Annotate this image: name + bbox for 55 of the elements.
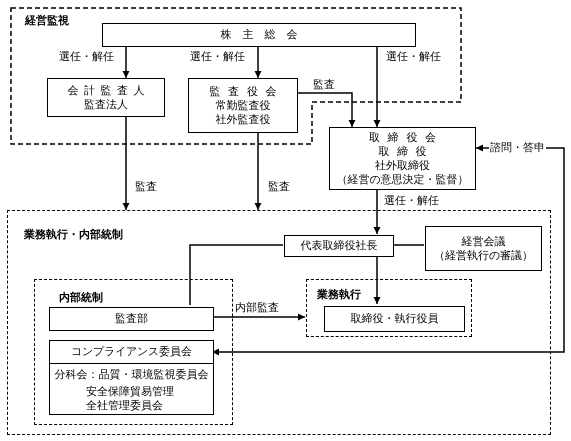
dashed-group-box — [306, 279, 472, 337]
box-label: 取締役 — [378, 144, 434, 158]
arrow — [212, 144, 565, 356]
group-title: 内部統制 — [59, 290, 103, 305]
group-title: 業務執行・内部統制 — [24, 228, 123, 242]
group-title: 経営監視 — [25, 14, 69, 28]
arrow — [122, 47, 130, 78]
box-label: 監査法人 — [84, 98, 128, 112]
box-label: 経営会議 — [462, 234, 506, 248]
box-header: コンプライアンス委員会 — [50, 341, 213, 364]
box-label: 分科会：品質・環境監視委員会 — [54, 368, 208, 382]
arrow — [212, 314, 305, 320]
box-label: 株主総会 — [220, 28, 308, 42]
edge-label: 選任・解任 — [58, 51, 115, 64]
edge-label: 諮問・答申 — [489, 142, 546, 155]
arrow — [374, 47, 380, 127]
process-box — [102, 23, 416, 47]
box-label: （経営の意思決定・監督） — [336, 172, 468, 186]
process-box — [425, 226, 542, 271]
connector-line — [189, 244, 283, 305]
edge-label: 監査 — [267, 181, 291, 194]
process-box — [47, 78, 165, 117]
box-label: 代表取締役社長 — [300, 239, 378, 253]
box-label: 取締役・執行役員 — [350, 312, 438, 326]
process-box — [188, 78, 298, 133]
process-box — [49, 307, 214, 331]
connector-line — [393, 244, 424, 246]
box-label: （経営執行の審議） — [434, 248, 533, 262]
arrow — [254, 133, 262, 210]
box-label: 社外取締役 — [375, 158, 430, 172]
process-box — [329, 127, 476, 190]
arrow — [254, 47, 262, 78]
arrow — [298, 92, 356, 127]
dashed-group-box — [34, 279, 233, 425]
edge-label: 選任・解任 — [385, 51, 442, 64]
box-label: 社外監査役 — [216, 112, 270, 126]
edge-label: 監査 — [312, 79, 336, 92]
process-box — [324, 306, 465, 332]
box-label: 会計監査人 — [68, 84, 150, 98]
process-box — [284, 235, 394, 257]
box-label: 安全保障貿易管理全社管理委員会 — [86, 385, 175, 413]
edge-label: 監査 — [134, 181, 158, 194]
group-title: 業務執行 — [317, 288, 361, 302]
box-label: 監査部 — [115, 312, 148, 326]
committee-box — [49, 340, 214, 415]
arrow — [122, 117, 130, 210]
arrow — [374, 190, 380, 234]
dashed-group-box — [7, 210, 551, 435]
box-label: 取締役会 — [368, 130, 444, 144]
edge-label: 内部監査 — [234, 302, 280, 315]
edge-label: 選任・解任 — [189, 51, 246, 64]
box-label: 監査役会 — [209, 84, 284, 98]
box-label: 常勤監査役 — [216, 98, 270, 112]
arrow — [374, 256, 380, 304]
edge-label: 選任・解任 — [383, 195, 440, 208]
